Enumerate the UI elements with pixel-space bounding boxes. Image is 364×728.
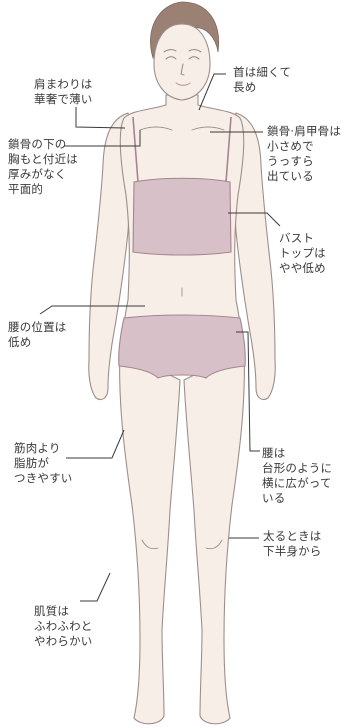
left-leg — [119, 349, 181, 725]
right-eye — [188, 56, 200, 60]
briefs — [118, 314, 246, 379]
right-knee — [205, 539, 223, 550]
right-eyebrow — [188, 49, 202, 53]
left-knee — [141, 539, 159, 550]
leader-line-chest — [64, 130, 141, 147]
annotation-collarbone: 鎖骨·肩甲骨は 小さめで うっすら 出ている — [267, 124, 342, 183]
annotation-shoulders: 肩まわりは 華奢で薄い — [34, 77, 93, 106]
leader-line-muscle — [66, 429, 125, 459]
head — [153, 23, 211, 101]
leader-line-waist — [39, 305, 145, 315]
leader-lines — [39, 73, 281, 602]
left-collarbone — [139, 126, 173, 131]
left-eye — [165, 56, 177, 60]
left-strap — [132, 116, 139, 183]
nose — [180, 63, 185, 76]
leader-line-shoulders — [75, 107, 126, 129]
annotation-bust: バスト トップは やや低め — [279, 231, 326, 275]
mouth — [175, 82, 191, 86]
leader-line-skin — [80, 572, 111, 602]
bra-straps — [132, 116, 232, 183]
annotation-weight: 太るときは 下半身から — [263, 529, 322, 558]
left-eyebrow — [163, 49, 177, 53]
leader-line-bust — [228, 212, 281, 227]
annotation-muscle: 筋肉より 脂肪が つきやすい — [14, 441, 73, 485]
annotation-hips: 腰は 台形のように 横に広がって いる — [262, 446, 333, 505]
annotation-waist: 腰の位置は 低め — [8, 320, 67, 349]
right-collarbone — [191, 126, 225, 131]
body-details — [139, 126, 225, 550]
annotation-chest: 鎖骨の下の 胸もと付近は 厚みがなく 平面的 — [8, 137, 78, 196]
leader-line-neck — [198, 73, 226, 111]
right-leg — [183, 349, 245, 725]
right-strap — [225, 116, 232, 183]
bra-top — [132, 177, 232, 256]
annotation-neck: 首は細くて 長め — [233, 65, 292, 94]
annotation-skin: 肌質は ふわふわと やわらかい — [34, 604, 93, 648]
leader-line-hips — [236, 331, 260, 452]
face-details — [163, 49, 202, 86]
